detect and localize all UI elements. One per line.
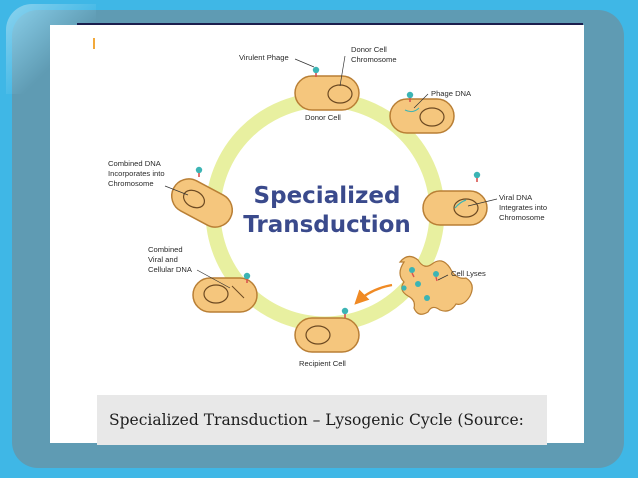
diagram-title-line1: Specialized bbox=[254, 183, 401, 209]
phage-icon bbox=[341, 307, 349, 318]
release-arrow bbox=[354, 283, 393, 305]
caption-box: Specialized Transduction – Lysogenic Cyc… bbox=[97, 395, 547, 445]
label-donor-cell-chromosome-2: Chromosome bbox=[351, 55, 397, 64]
label-combined-dna-1: Combined DNA bbox=[108, 159, 162, 168]
phage-dna-cell bbox=[389, 98, 455, 134]
label-combined-dna-3: Chromosome bbox=[108, 179, 154, 188]
transduction-diagram: Specialized Transduction Virulent Phage … bbox=[108, 45, 547, 368]
top-rule bbox=[77, 23, 583, 25]
label-combined-viral-2: Viral and bbox=[148, 255, 178, 264]
integrating-cell bbox=[422, 190, 488, 226]
diagram-title-line2: Transduction bbox=[243, 212, 411, 238]
combined-dna-cell bbox=[171, 178, 233, 228]
label-phage-dna: Phage DNA bbox=[431, 89, 472, 98]
donor-cell bbox=[294, 75, 360, 111]
caption-text: Specialized Transduction – Lysogenic Cyc… bbox=[109, 411, 524, 429]
phage-icon bbox=[243, 272, 251, 283]
label-viral-dna-3: Chromosome bbox=[499, 213, 545, 222]
virulent-phage-icon bbox=[312, 66, 320, 77]
lysed-cell bbox=[398, 255, 473, 315]
combined-viral-cell bbox=[192, 277, 258, 313]
phage-icon bbox=[406, 91, 414, 102]
label-combined-viral-1: Combined bbox=[148, 245, 183, 254]
accent-mark bbox=[93, 38, 95, 49]
recipient-cell bbox=[294, 317, 360, 353]
label-combined-dna-2: Incorporates into bbox=[108, 169, 165, 178]
label-combined-viral-3: Cellular DNA bbox=[148, 265, 193, 274]
label-viral-dna-1: Viral DNA bbox=[499, 193, 533, 202]
label-donor-cell-chromosome-1: Donor Cell bbox=[351, 45, 387, 54]
label-cell-lyses: Cell Lyses bbox=[451, 269, 486, 278]
label-viral-dna-2: Integrates into bbox=[499, 203, 547, 212]
label-donor-cell: Donor Cell bbox=[305, 113, 341, 122]
label-recipient-cell: Recipient Cell bbox=[299, 359, 346, 368]
label-virulent-phage: Virulent Phage bbox=[239, 53, 289, 62]
phage-icon bbox=[195, 166, 203, 177]
phage-icon bbox=[473, 171, 481, 182]
